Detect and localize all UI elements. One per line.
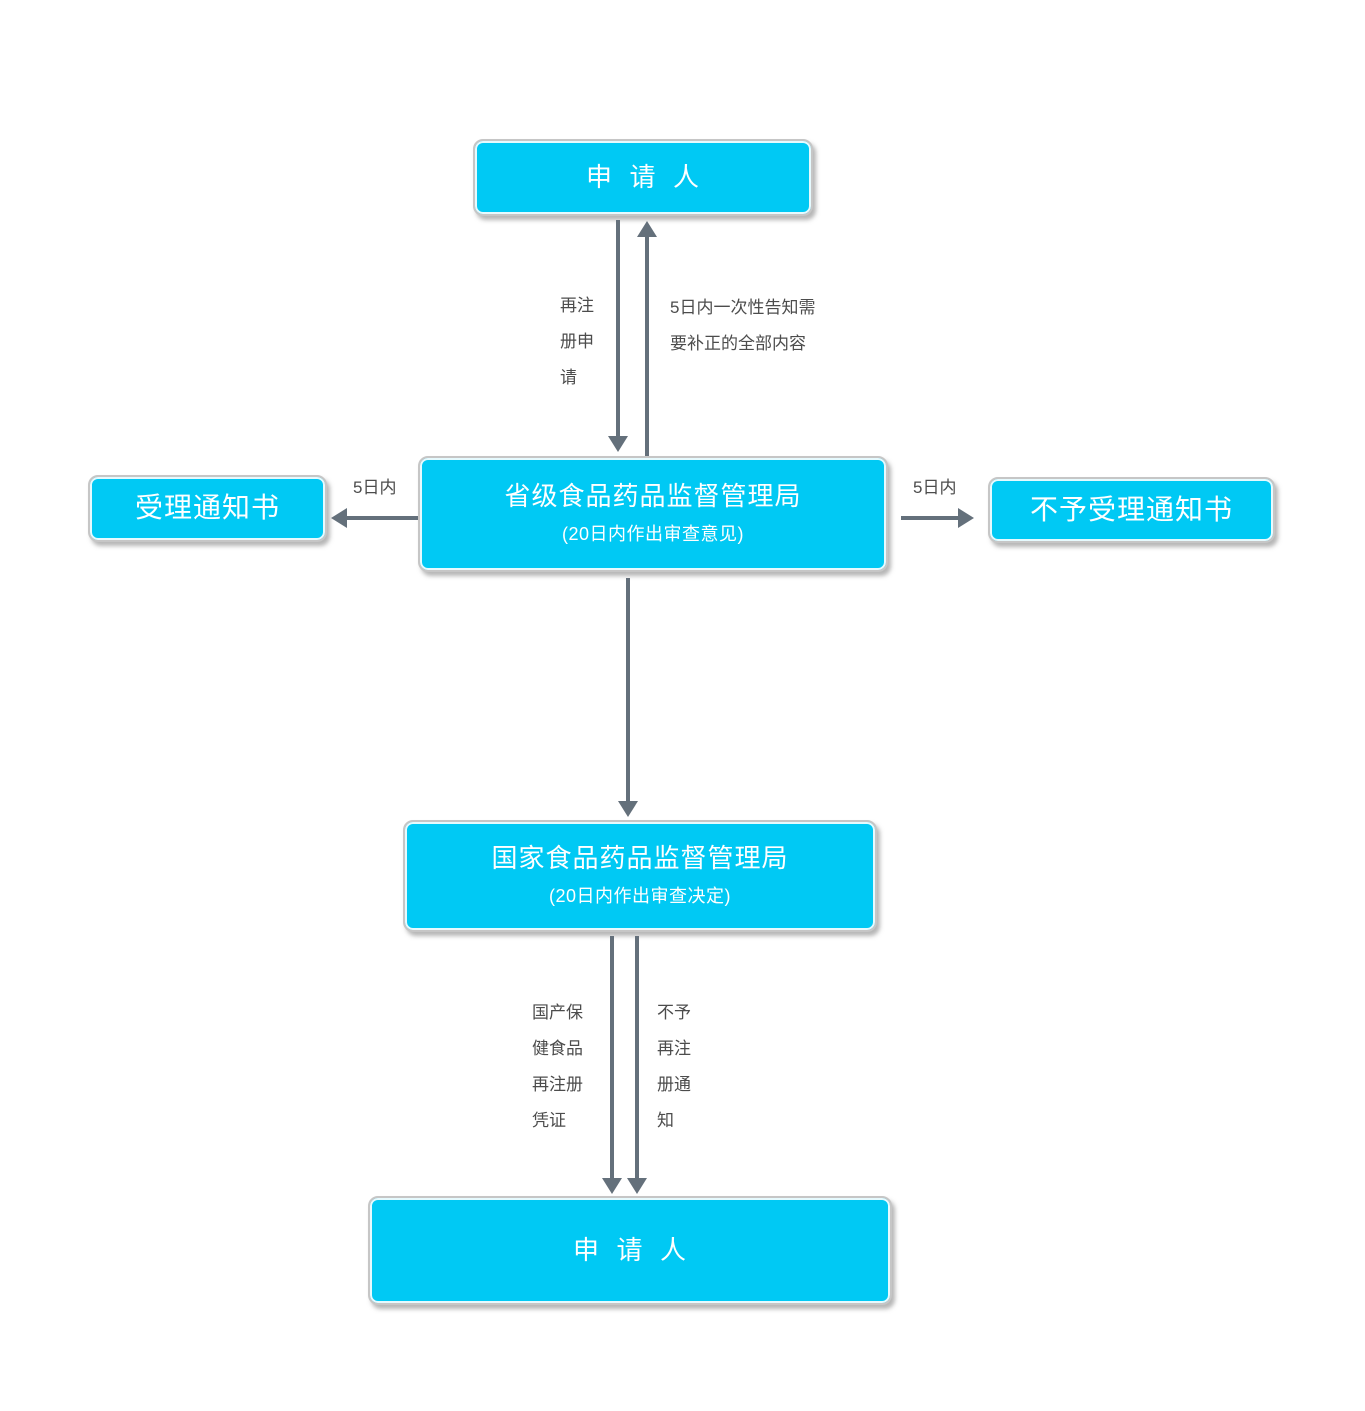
edge-label-supplement-notice: 5日内一次性告知需 要补正的全部内容 <box>670 290 815 362</box>
arrow-certificate-head-down-icon <box>602 1178 622 1194</box>
arrow-reregister-shaft <box>616 220 620 437</box>
node-provincial-fda: 省级食品药品监督管理局 (20日内作出审查意见) <box>418 456 888 572</box>
arrow-acceptance-head-left-icon <box>331 508 347 528</box>
edge-label-reregister-line1: 再注 <box>560 296 594 315</box>
edge-label-certificate-line3: 再注册 <box>532 1075 583 1094</box>
node-national-fda: 国家食品药品监督管理局 (20日内作出审查决定) <box>403 820 877 932</box>
arrow-supplement-head-up-icon <box>637 221 657 237</box>
edge-label-no-reregister-line2: 再注 <box>657 1039 691 1058</box>
edge-label-reregister-application: 再注 册申 请 <box>560 288 594 396</box>
node-rejection-notice-label: 不予受理通知书 <box>1029 493 1233 525</box>
edge-label-no-reregister-line4: 知 <box>657 1111 674 1130</box>
node-provincial-fda-subtitle: (20日内作出审查意见) <box>561 523 744 544</box>
node-acceptance-notice-label: 受理通知书 <box>134 492 280 524</box>
arrow-rejection-shaft <box>901 516 959 520</box>
edge-label-no-reregister-line3: 册通 <box>657 1075 691 1094</box>
node-national-fda-label: 国家食品药品监督管理局 <box>491 843 789 874</box>
node-provincial-fda-label: 省级食品药品监督管理局 <box>504 481 802 512</box>
arrow-no-reregister-shaft <box>635 936 639 1179</box>
arrow-certificate-shaft <box>610 936 614 1179</box>
edge-label-supplement-line2: 要补正的全部内容 <box>670 334 806 353</box>
edge-label-reregister-line2: 册申 <box>560 332 594 351</box>
arrow-to-national-head-down-icon <box>618 801 638 817</box>
arrow-rejection-head-right-icon <box>958 508 974 528</box>
edge-label-certificate-line1: 国产保 <box>532 1003 583 1022</box>
node-applicant-top-label: 申 请 人 <box>586 161 700 192</box>
edge-label-certificate-line2: 健食品 <box>532 1039 583 1058</box>
node-applicant-bottom-label: 申 请 人 <box>573 1234 687 1265</box>
edge-label-certificate: 国产保 健食品 再注册 凭证 <box>532 995 583 1139</box>
node-national-fda-subtitle: (20日内作出审查决定) <box>548 885 731 906</box>
arrow-reregister-head-down-icon <box>608 436 628 452</box>
edge-label-five-days-right: 5日内 <box>913 478 957 497</box>
arrow-no-reregister-head-down-icon <box>627 1178 647 1194</box>
arrow-supplement-shaft <box>645 236 649 456</box>
node-acceptance-notice: 受理通知书 <box>88 475 327 542</box>
arrow-acceptance-shaft <box>347 516 418 520</box>
edge-label-certificate-line4: 凭证 <box>532 1111 566 1130</box>
node-rejection-notice: 不予受理通知书 <box>988 477 1275 543</box>
node-applicant-bottom: 申 请 人 <box>368 1196 892 1305</box>
edge-label-supplement-line1: 5日内一次性告知需 <box>670 298 816 317</box>
node-applicant-top: 申 请 人 <box>473 139 813 216</box>
edge-label-reregister-line3: 请 <box>560 368 577 387</box>
edge-label-no-reregister-line1: 不予 <box>657 1003 691 1022</box>
arrow-to-national-shaft <box>626 578 630 802</box>
edge-label-no-reregister: 不予 再注 册通 知 <box>657 995 691 1139</box>
edge-label-five-days-left: 5日内 <box>353 478 397 497</box>
